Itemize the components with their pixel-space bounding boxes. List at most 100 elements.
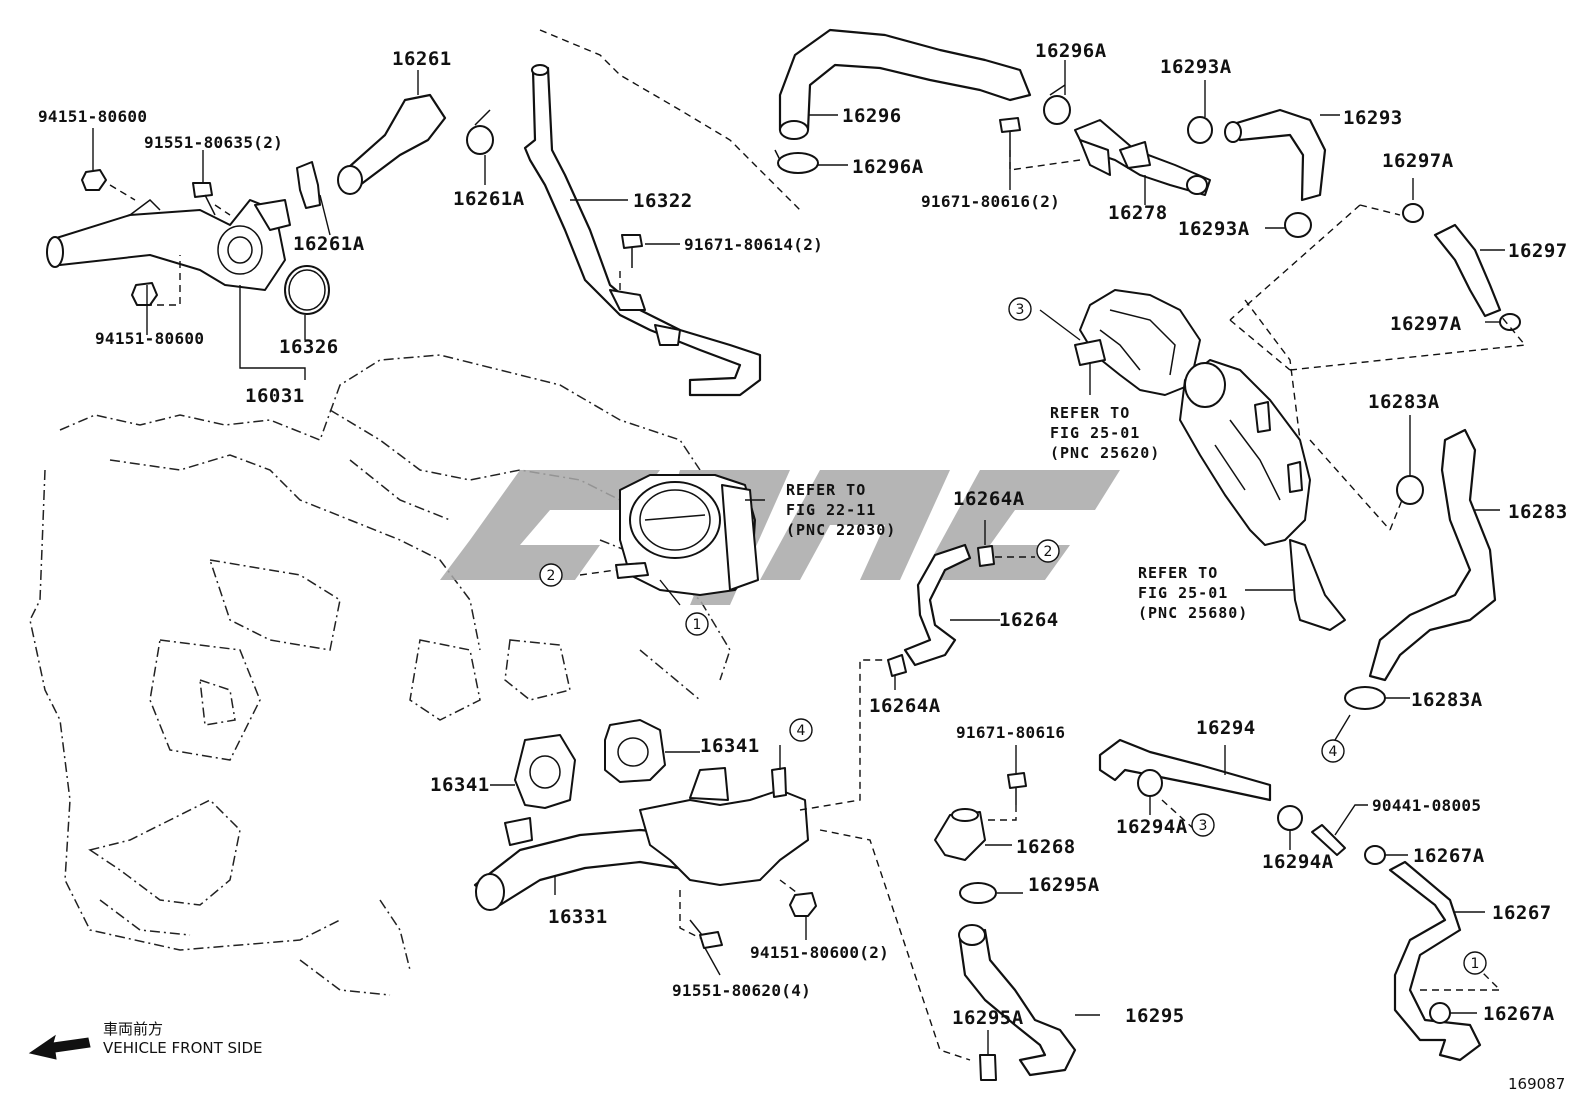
label-16297A-top[interactable]: 16297A xyxy=(1382,150,1454,172)
label-16293A-mid[interactable]: 16293A xyxy=(1178,218,1250,240)
water-outlet-16031[interactable] xyxy=(46,199,291,291)
hose-16264[interactable] xyxy=(903,543,972,667)
clamp-16294A-b[interactable] xyxy=(1277,805,1303,831)
label-16341-left[interactable]: 16341 xyxy=(430,774,490,796)
label-16322[interactable]: 16322 xyxy=(633,190,693,212)
label-91671-80614[interactable]: 91671-80614(2) xyxy=(684,235,823,254)
label-16283A-bot[interactable]: 16283A xyxy=(1411,689,1483,711)
label-16264A-top[interactable]: 16264A xyxy=(953,488,1025,510)
clamp-16297A-b[interactable] xyxy=(1499,313,1521,331)
label-16295A-top[interactable]: 16295A xyxy=(1028,874,1100,896)
label-16267A-bot[interactable]: 16267A xyxy=(1483,1003,1555,1025)
label-90441-08005[interactable]: 90441-08005 xyxy=(1372,796,1481,815)
ref-egr-valve: REFER TO FIG 25-01 (PNC 25620) xyxy=(1050,404,1159,462)
hose-16293[interactable] xyxy=(1224,108,1327,202)
valve-16268[interactable] xyxy=(934,808,986,861)
label-16294A-left[interactable]: 16294A xyxy=(1116,816,1188,838)
label-16296A-top[interactable]: 16296A xyxy=(1035,40,1107,62)
clamp-16267A-a[interactable] xyxy=(1364,845,1386,865)
label-16294[interactable]: 16294 xyxy=(1196,717,1256,739)
hose-16296[interactable] xyxy=(778,28,1032,140)
clamp-16297A-a[interactable] xyxy=(1402,203,1424,223)
clamp-16295A-b[interactable] xyxy=(979,1054,997,1081)
hose-16295[interactable] xyxy=(958,924,1077,1077)
svg-text:4: 4 xyxy=(797,723,806,739)
connector-c2-hose: 2 xyxy=(1036,539,1060,563)
clamp-16294A-a[interactable] xyxy=(1137,769,1163,797)
label-16297A-bot[interactable]: 16297A xyxy=(1390,313,1462,335)
label-94151-80600-top[interactable]: 94151-80600 xyxy=(38,107,147,126)
pipe-16331[interactable] xyxy=(473,767,809,911)
clamp-16261A-a[interactable] xyxy=(296,161,321,209)
label-16283[interactable]: 16283 xyxy=(1508,501,1568,523)
hose-16283[interactable] xyxy=(1368,428,1497,682)
gasket-16341-left[interactable] xyxy=(514,734,576,809)
clamp-16264A-a[interactable] xyxy=(977,545,995,567)
label-91671-80616[interactable]: 91671-80616 xyxy=(956,723,1065,742)
label-16261A-b[interactable]: 16261A xyxy=(453,188,525,210)
label-16331[interactable]: 16331 xyxy=(548,906,608,928)
hose-16267[interactable] xyxy=(1388,860,1482,1062)
nut-94151-80600-2[interactable] xyxy=(789,892,817,917)
label-16268[interactable]: 16268 xyxy=(1016,836,1076,858)
label-16293A-top[interactable]: 16293A xyxy=(1160,56,1232,78)
clamp-16283A-a[interactable] xyxy=(1396,475,1424,505)
gasket-16326[interactable] xyxy=(284,265,330,315)
egr-valve[interactable] xyxy=(1074,289,1201,396)
clamp-16296A-b[interactable] xyxy=(774,149,819,174)
label-16295A-bot[interactable]: 16295A xyxy=(952,1007,1024,1029)
throttle-body[interactable] xyxy=(615,474,759,596)
clamp-16283A-b[interactable] xyxy=(1344,686,1386,710)
clamp-16264A-b[interactable] xyxy=(887,654,907,677)
label-16267[interactable]: 16267 xyxy=(1492,902,1552,924)
label-16341-right[interactable]: 16341 xyxy=(700,735,760,757)
egr-cooler[interactable] xyxy=(1179,359,1346,631)
svg-text:FIG 25-01: FIG 25-01 xyxy=(1050,424,1140,442)
nut-94151-mid[interactable] xyxy=(131,282,158,306)
label-16283A-top[interactable]: 16283A xyxy=(1368,391,1440,413)
nut-94151-top[interactable] xyxy=(81,169,107,191)
gasket-16341-right[interactable] xyxy=(604,719,666,783)
hose-16294[interactable] xyxy=(1098,738,1272,802)
svg-text:REFER TO: REFER TO xyxy=(1050,404,1130,422)
clamp-16296A-a[interactable] xyxy=(1043,84,1071,125)
label-94151-80600-2[interactable]: 94151-80600(2) xyxy=(750,943,889,962)
connector-c2-throttle: 2 xyxy=(539,563,563,587)
label-16296A-mid[interactable]: 16296A xyxy=(852,156,924,178)
bolt-91671-80616[interactable] xyxy=(1007,772,1027,805)
label-16267A-top[interactable]: 16267A xyxy=(1413,845,1485,867)
clamp-16267A-b[interactable] xyxy=(1429,1002,1451,1024)
connector-c1-hose: 1 xyxy=(1463,951,1487,975)
hose-16297[interactable] xyxy=(1433,223,1502,318)
label-16326[interactable]: 16326 xyxy=(279,336,339,358)
label-16264[interactable]: 16264 xyxy=(999,609,1059,631)
label-16294A-right[interactable]: 16294A xyxy=(1262,851,1334,873)
label-16264A-bot[interactable]: 16264A xyxy=(869,695,941,717)
label-91551-80635[interactable]: 91551-80635(2) xyxy=(144,133,283,152)
pipe-16278[interactable] xyxy=(1074,119,1211,196)
hose-16261[interactable] xyxy=(337,93,447,195)
label-16261A-a[interactable]: 16261A xyxy=(293,233,365,255)
plug-90441-08005[interactable] xyxy=(1311,824,1346,856)
label-16031[interactable]: 16031 xyxy=(245,385,305,407)
clamp-16293A-a[interactable] xyxy=(1187,116,1213,144)
pipe-16322[interactable] xyxy=(523,64,762,397)
label-16295[interactable]: 16295 xyxy=(1125,1005,1185,1027)
bolt-91671-80616-2[interactable] xyxy=(999,117,1021,150)
clamp-16261A-b[interactable] xyxy=(466,109,494,155)
engine-outline xyxy=(29,354,731,996)
label-16278[interactable]: 16278 xyxy=(1108,202,1168,224)
svg-text:3: 3 xyxy=(1199,818,1208,834)
label-91551-80620[interactable]: 91551-80620(4) xyxy=(672,981,811,1000)
label-16293[interactable]: 16293 xyxy=(1343,107,1403,129)
label-16261[interactable]: 16261 xyxy=(392,48,452,70)
label-16297[interactable]: 16297 xyxy=(1508,240,1568,262)
clamp-16293A-b[interactable] xyxy=(1284,212,1312,238)
label-91671-80616-2[interactable]: 91671-80616(2) xyxy=(921,192,1060,211)
label-94151-80600-mid[interactable]: 94151-80600 xyxy=(95,329,204,348)
clamp-16295A-a[interactable] xyxy=(959,882,997,904)
bolt-91671-80614[interactable] xyxy=(621,234,643,268)
bolt-91551-80620[interactable] xyxy=(689,919,723,949)
label-16296[interactable]: 16296 xyxy=(842,105,902,127)
bolt-91551-80635[interactable] xyxy=(192,182,216,216)
